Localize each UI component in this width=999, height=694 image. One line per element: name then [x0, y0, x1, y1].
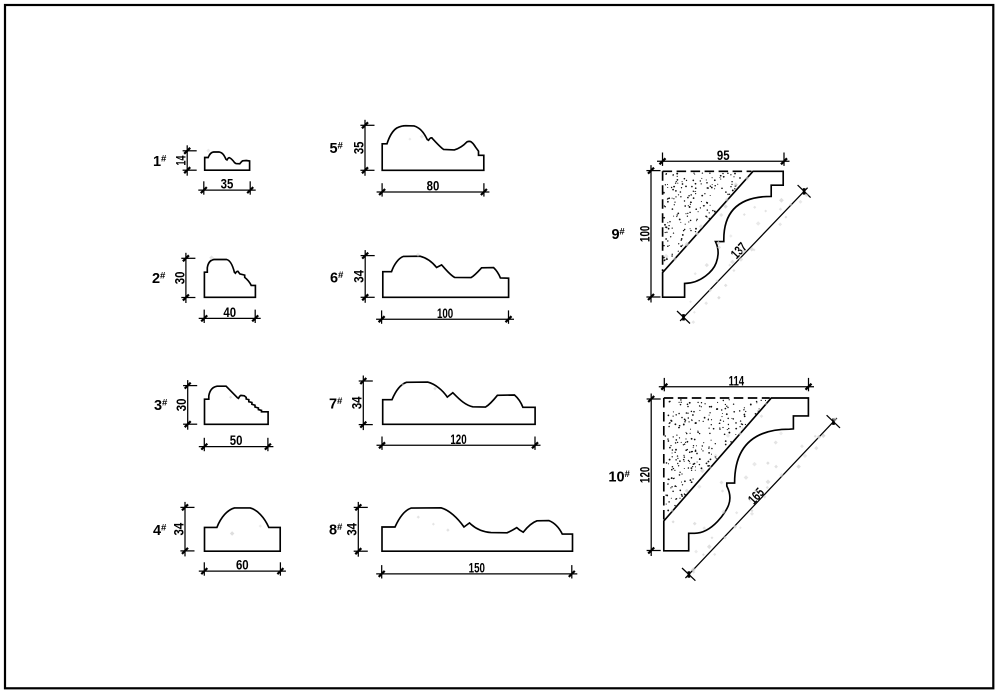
svg-text:7: 7: [329, 397, 337, 413]
svg-text:#: #: [338, 140, 344, 151]
svg-text:35: 35: [351, 141, 366, 154]
svg-text:#: #: [161, 522, 167, 533]
svg-text:8: 8: [329, 523, 337, 539]
svg-text:#: #: [625, 469, 631, 480]
svg-text:150: 150: [469, 561, 485, 576]
svg-text:30: 30: [174, 399, 189, 412]
svg-text:#: #: [162, 397, 168, 408]
svg-text:#: #: [160, 270, 166, 281]
svg-text:30: 30: [172, 272, 187, 285]
svg-text:120: 120: [450, 432, 466, 447]
svg-text:9: 9: [611, 227, 619, 243]
svg-text:#: #: [338, 270, 344, 281]
svg-text:14: 14: [174, 155, 189, 165]
svg-text:10: 10: [608, 470, 624, 486]
svg-text:100: 100: [637, 226, 652, 242]
svg-text:3: 3: [154, 398, 162, 414]
svg-text:5: 5: [329, 141, 337, 157]
svg-text:60: 60: [236, 558, 249, 573]
svg-text:80: 80: [427, 179, 440, 194]
svg-text:#: #: [619, 226, 625, 237]
svg-text:114: 114: [729, 373, 745, 388]
svg-text:#: #: [337, 522, 343, 533]
svg-text:1: 1: [153, 154, 161, 170]
svg-text:35: 35: [221, 177, 234, 192]
svg-text:#: #: [161, 153, 167, 164]
svg-text:34: 34: [345, 523, 360, 536]
svg-text:95: 95: [717, 148, 730, 163]
svg-text:6: 6: [330, 271, 338, 287]
svg-text:34: 34: [350, 396, 365, 409]
svg-text:4: 4: [153, 523, 161, 539]
svg-text:100: 100: [437, 306, 453, 321]
svg-text:120: 120: [638, 467, 653, 483]
svg-text:34: 34: [171, 522, 186, 535]
svg-text:40: 40: [223, 305, 236, 320]
svg-text:34: 34: [352, 270, 367, 283]
svg-text:#: #: [337, 396, 343, 407]
svg-text:2: 2: [152, 271, 160, 287]
svg-text:50: 50: [230, 433, 243, 448]
